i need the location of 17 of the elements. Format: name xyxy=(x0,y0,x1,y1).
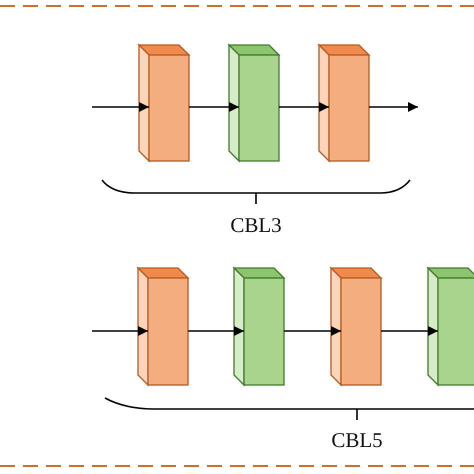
arrow xyxy=(92,102,149,112)
group-label: CBL3 xyxy=(230,215,282,236)
layer-block xyxy=(319,45,369,161)
arrow xyxy=(189,102,239,112)
layer-block xyxy=(234,268,284,385)
layer-block xyxy=(229,45,279,161)
group-label: CBL5 xyxy=(331,430,383,451)
arrow xyxy=(381,326,438,336)
layer-block xyxy=(428,268,474,385)
layer-block xyxy=(138,268,188,385)
arrow xyxy=(279,102,329,112)
layer-block xyxy=(139,45,189,161)
arrow xyxy=(284,326,341,336)
arrow xyxy=(369,102,418,112)
arrow xyxy=(188,326,244,336)
arrow xyxy=(92,326,148,336)
layer-block xyxy=(331,268,381,385)
